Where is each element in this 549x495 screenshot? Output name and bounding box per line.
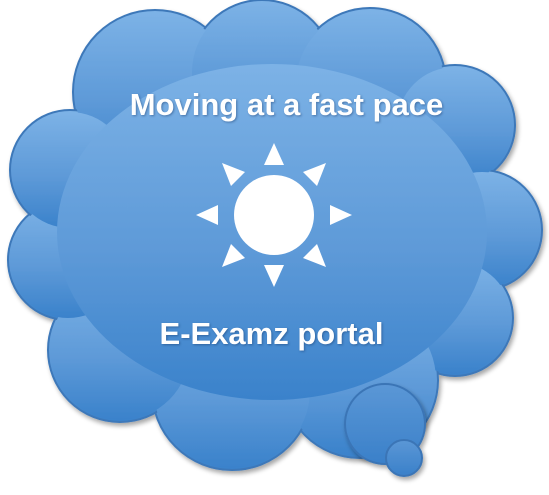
tail-bubble-small (385, 439, 423, 477)
cloud-body (7, 0, 543, 471)
thought-tail (344, 383, 426, 477)
bubble-headline: Moving at a fast pace (129, 87, 444, 122)
bubble-footer: E-Examz portal (159, 316, 384, 351)
